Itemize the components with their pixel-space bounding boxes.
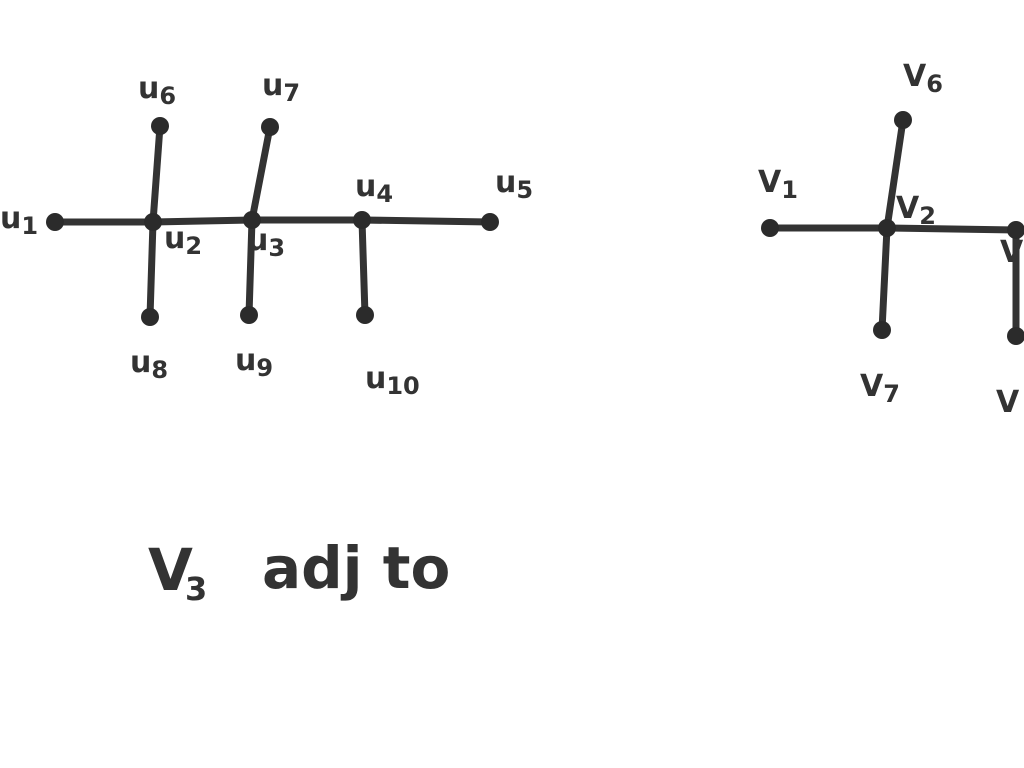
- left-label-u7: u7: [262, 68, 300, 107]
- left-label-u3: u3: [247, 223, 285, 262]
- right-vertex-v8: [1007, 327, 1024, 345]
- left-label-u10: u10: [365, 361, 420, 400]
- left-edge-u2-u3: [149, 216, 256, 226]
- left-vertex-u2: [144, 213, 162, 231]
- right-vertex-v6: [894, 111, 912, 129]
- left-vertex-u3: [243, 211, 261, 229]
- left-vertex-u1: [46, 213, 64, 231]
- left-edge-u2-u8: [146, 218, 157, 321]
- right-label-v1: V1: [758, 165, 798, 204]
- handwritten-note: V 3 adj to: [148, 534, 450, 608]
- left-label-u6: u6: [138, 71, 176, 110]
- left-edge-u4-u5: [358, 216, 494, 226]
- right-label-v7: V7: [860, 369, 900, 408]
- graph-left: u1 u2 u3 u4 u5 u6 u7 u8 u9 u10: [0, 68, 533, 400]
- left-label-u9: u9: [235, 343, 273, 382]
- left-vertex-u10: [356, 306, 374, 324]
- left-label-u2: u2: [164, 221, 202, 260]
- right-label-v6: V6: [903, 59, 943, 98]
- left-vertex-u7: [261, 118, 279, 136]
- right-edge-v2-v3: [883, 224, 1020, 234]
- left-vertex-u6: [151, 117, 169, 135]
- right-label-v3: V3: [1000, 235, 1024, 274]
- left-vertex-u5: [481, 213, 499, 231]
- left-label-u4: u4: [355, 169, 393, 208]
- left-edge-u4-u10: [358, 216, 369, 319]
- left-edge-u3-u9: [245, 216, 256, 319]
- right-edge-v2-v6: [883, 116, 907, 232]
- left-edge-u3-u7: [248, 123, 274, 224]
- left-vertex-u4: [353, 211, 371, 229]
- right-vertex-v3: [1007, 221, 1024, 239]
- right-edge-v2-v7: [878, 224, 891, 334]
- left-label-u8: u8: [130, 345, 168, 384]
- left-label-u5: u5: [495, 165, 533, 204]
- left-vertex-u9: [240, 306, 258, 324]
- right-vertex-v2: [878, 219, 896, 237]
- note-v-subscript: 3: [185, 570, 207, 608]
- left-vertex-u8: [141, 308, 159, 326]
- right-vertex-v1: [761, 219, 779, 237]
- right-label-v8: V: [996, 385, 1020, 420]
- right-label-v2: V2: [896, 191, 936, 230]
- note-text: adj to: [262, 534, 450, 602]
- right-vertex-v7: [873, 321, 891, 339]
- left-label-u1: u1: [0, 201, 38, 240]
- note-v: V: [148, 536, 193, 604]
- left-edge-u2-u6: [149, 122, 164, 226]
